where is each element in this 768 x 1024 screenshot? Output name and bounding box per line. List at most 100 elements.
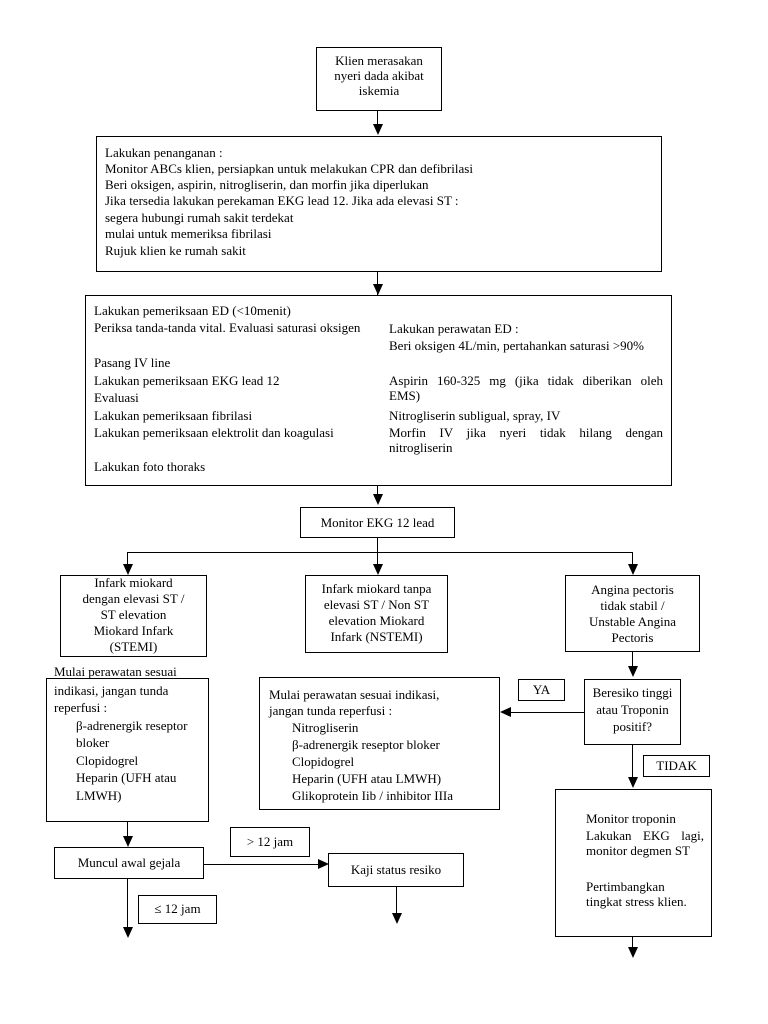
nstemi-care-line: Glikoprotein Iib / inhibitor IIIa <box>292 788 454 803</box>
gt12-label: > 12 jam <box>246 834 294 849</box>
start-box: Klien merasakan nyeri dada akibat iskemi… <box>316 47 442 111</box>
treatment-line: Beri oksigen, aspirin, nitrogliserin, da… <box>105 177 429 192</box>
connector-line <box>377 272 378 285</box>
monitor-ekg-box: Monitor EKG 12 lead <box>300 507 455 538</box>
arrow-head <box>500 707 511 717</box>
risk-line: positif? <box>613 719 652 734</box>
risk-line: Beresiko tinggi <box>592 685 673 700</box>
treatment-line: segera hubungi rumah sakit terdekat <box>105 210 294 225</box>
ed-exam-line: Lakukan pemeriksaan ED (<10menit) <box>94 303 291 318</box>
ed-exam-line: Periksa tanda-tanda vital. Evaluasi satu… <box>94 320 361 335</box>
nstemi-treatment-box: Mulai perawatan sesuai indikasi, jangan … <box>259 677 500 810</box>
monitor-troponin-box: Monitor troponin Lakukan EKG lagi, monit… <box>555 789 712 937</box>
start-line: Klien merasakan <box>335 53 423 68</box>
arrow-head <box>628 777 638 788</box>
onset-label: Muncul awal gejala <box>77 855 181 870</box>
tidak-label: TIDAK <box>656 758 697 773</box>
angina-line: Angina pectoris <box>591 582 674 597</box>
nstemi-care-line: Nitrogliserin <box>292 720 359 735</box>
stemi-care-line: bloker <box>76 735 110 750</box>
connector-line <box>127 552 632 553</box>
treatment-line: Monitor ABCs klien, persiapkan untuk mel… <box>105 161 473 176</box>
stemi-line: Infark miokard <box>94 575 173 590</box>
gt12-label-box: > 12 jam <box>230 827 310 857</box>
arrow-head <box>628 564 638 575</box>
stemi-line: Miokard Infark <box>93 623 174 638</box>
nstemi-line: Infark (NSTEMI) <box>330 629 423 644</box>
connector-line <box>511 712 584 713</box>
treatment-line: Lakukan penanganan : <box>105 145 223 160</box>
arrow-head <box>373 124 383 135</box>
arrow-head <box>373 564 383 575</box>
angina-line: Pectoris <box>611 630 654 645</box>
arrow-head <box>628 666 638 677</box>
stemi-line: ST elevation <box>100 607 167 622</box>
troponin-line: Lakukan EKG lagi, monitor degmen ST <box>586 828 704 858</box>
nstemi-care-line: Heparin (UFH atau LMWH) <box>292 771 442 786</box>
arrow-head <box>318 859 329 869</box>
nstemi-care-line: Mulai perawatan sesuai indikasi, <box>269 687 440 702</box>
ed-care-line: Lakukan perawatan ED : <box>389 321 519 336</box>
stemi-care-line: Clopidogrel <box>76 753 139 768</box>
ed-exam-line: Lakukan pemeriksaan EKG lead 12 <box>94 373 280 388</box>
connector-line <box>203 864 319 865</box>
nstemi-box: Infark miokard tanpa elevasi ST / Non ST… <box>305 575 448 653</box>
ed-care-line: Morfin IV jika nyeri tidak hilang dengan… <box>389 425 663 455</box>
risk-decision-box: Beresiko tinggi atau Troponin positif? <box>584 679 681 745</box>
treatment-line: Jika tersedia lakukan perekaman EKG lead… <box>105 193 459 208</box>
connector-line <box>632 552 633 565</box>
arrow-head <box>628 947 638 958</box>
le12-label-box: ≤ 12 jam <box>138 895 217 924</box>
ed-exam-line: Lakukan pemeriksaan elektrolit dan koagu… <box>94 425 334 440</box>
nstemi-care-line: Clopidogrel <box>292 754 355 769</box>
arrow-head <box>373 494 383 505</box>
connector-line <box>377 552 378 565</box>
ed-exam-line: Evaluasi <box>94 390 139 405</box>
initial-treatment-box: Lakukan penanganan : Monitor ABCs klien,… <box>96 136 662 272</box>
arrow-head <box>123 927 133 938</box>
ed-examination-box: Lakukan pemeriksaan ED (<10menit) Periks… <box>85 295 672 486</box>
arrow-head <box>373 284 383 295</box>
monitor-ekg-label: Monitor EKG 12 lead <box>320 515 435 530</box>
stemi-line: dengan elevasi ST / <box>82 591 185 606</box>
stemi-care-line: indikasi, jangan tunda <box>54 683 169 698</box>
connector-line <box>396 887 397 914</box>
arrow-head <box>123 836 133 847</box>
connector-line <box>377 110 378 125</box>
ed-exam-line: Pasang IV line <box>94 355 171 370</box>
angina-box: Angina pectoris tidak stabil / Unstable … <box>565 575 700 652</box>
stemi-care-line: Mulai perawatan sesuai <box>54 664 177 679</box>
onset-box: Muncul awal gejala <box>54 847 204 879</box>
risk-line: atau Troponin <box>596 702 669 717</box>
kaji-label: Kaji status resiko <box>350 862 442 877</box>
connector-line <box>127 879 128 928</box>
connector-line <box>632 652 633 667</box>
le12-label: ≤ 12 jam <box>154 901 201 916</box>
connector-line <box>632 937 633 948</box>
kaji-box: Kaji status resiko <box>328 853 464 887</box>
connector-line <box>632 745 633 778</box>
angina-line: tidak stabil / <box>600 598 665 613</box>
troponin-line: Monitor troponin <box>586 811 676 826</box>
stemi-box: Infark miokard dengan elevasi ST / ST el… <box>60 575 207 657</box>
ya-label-box: YA <box>518 679 565 701</box>
stemi-care-line: Heparin (UFH atau <box>76 770 177 785</box>
nstemi-line: elevasi ST / Non ST <box>323 597 430 612</box>
connector-line <box>127 822 128 836</box>
stemi-care-line: β-adrenergik reseptor <box>76 718 188 733</box>
ed-care-line: Aspirin 160-325 mg (jika tidak diberikan… <box>389 373 663 403</box>
connector-line <box>127 552 128 565</box>
arrow-head <box>392 913 402 924</box>
connector-line <box>377 538 378 553</box>
stemi-treatment-box: Mulai perawatan sesuai indikasi, jangan … <box>46 664 209 822</box>
arrow-head <box>123 564 133 575</box>
ed-exam-line: Lakukan foto thoraks <box>94 459 206 474</box>
ed-exam-line: Lakukan pemeriksaan fibrilasi <box>94 408 253 423</box>
tidak-label-box: TIDAK <box>643 755 710 777</box>
nstemi-care-line: jangan tunda reperfusi : <box>269 703 393 718</box>
treatment-line: Rujuk klien ke rumah sakit <box>105 243 246 258</box>
ed-care-line: Nitrogliserin subligual, spray, IV <box>389 408 561 423</box>
ya-label: YA <box>532 682 551 697</box>
nstemi-line: elevation Miokard <box>328 613 425 628</box>
stemi-line: (STEMI) <box>109 639 158 654</box>
